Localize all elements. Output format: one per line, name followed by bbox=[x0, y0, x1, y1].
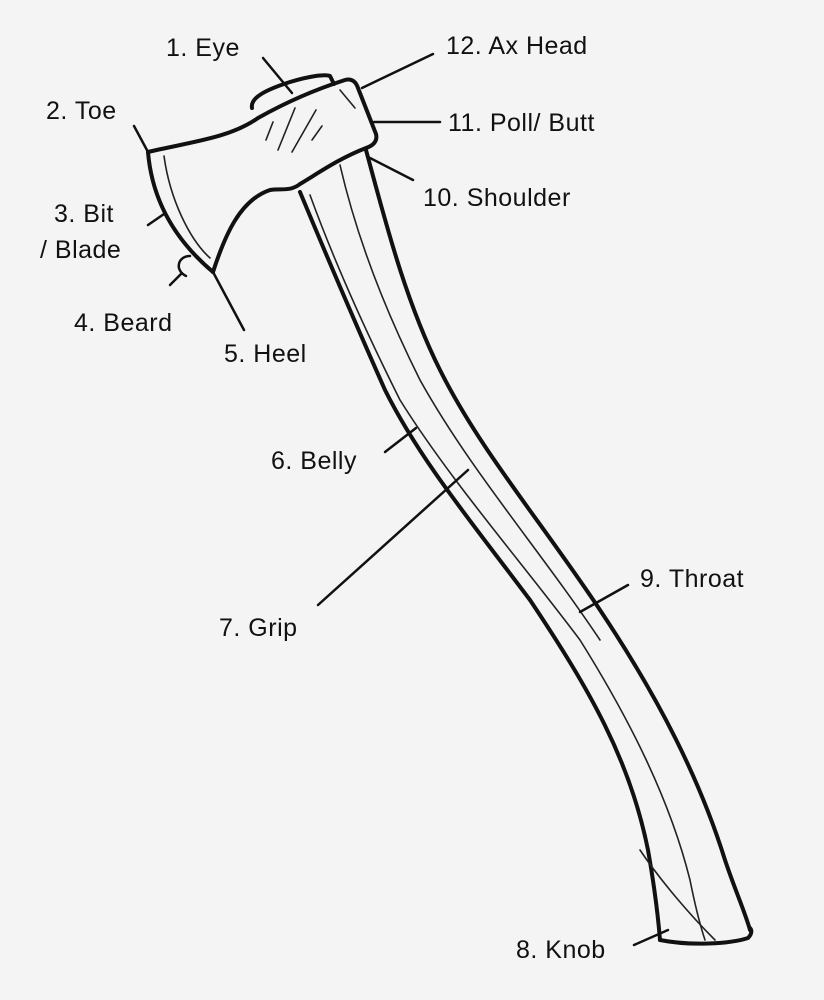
leader-lines bbox=[132, 52, 670, 947]
label-bit: 3. Bit bbox=[54, 200, 114, 228]
label-toe: 2. Toe bbox=[46, 97, 117, 125]
label-throat: 9. Throat bbox=[640, 565, 745, 593]
toe-leader bbox=[132, 124, 150, 154]
throat-leader bbox=[578, 583, 630, 614]
axe-handle bbox=[298, 148, 754, 946]
belly-leader bbox=[383, 426, 418, 454]
blade-edge bbox=[146, 150, 215, 274]
eye-shape bbox=[249, 73, 336, 110]
label-blade: / Blade bbox=[40, 236, 122, 264]
head-leader bbox=[360, 52, 435, 90]
grip-leader bbox=[316, 468, 470, 607]
heel-leader bbox=[211, 270, 246, 332]
knob-leader bbox=[632, 928, 670, 947]
label-belly: 6. Belly bbox=[271, 447, 357, 475]
label-ax-head: 12. Ax Head bbox=[446, 32, 588, 60]
beard-leader bbox=[168, 272, 183, 287]
bit-leader bbox=[146, 212, 166, 227]
label-shoulder: 10. Shoulder bbox=[423, 184, 571, 212]
label-poll: 11. Poll/ Butt bbox=[448, 109, 595, 137]
label-grip: 7. Grip bbox=[219, 614, 298, 642]
label-beard: 4. Beard bbox=[74, 309, 173, 337]
label-heel: 5. Heel bbox=[224, 340, 307, 368]
eye-leader bbox=[261, 56, 294, 95]
shoulder-leader bbox=[368, 156, 415, 182]
axe-head bbox=[146, 73, 379, 274]
beard-arc bbox=[177, 254, 192, 278]
label-knob: 8. Knob bbox=[516, 936, 606, 964]
label-eye: 1. Eye bbox=[166, 34, 240, 62]
